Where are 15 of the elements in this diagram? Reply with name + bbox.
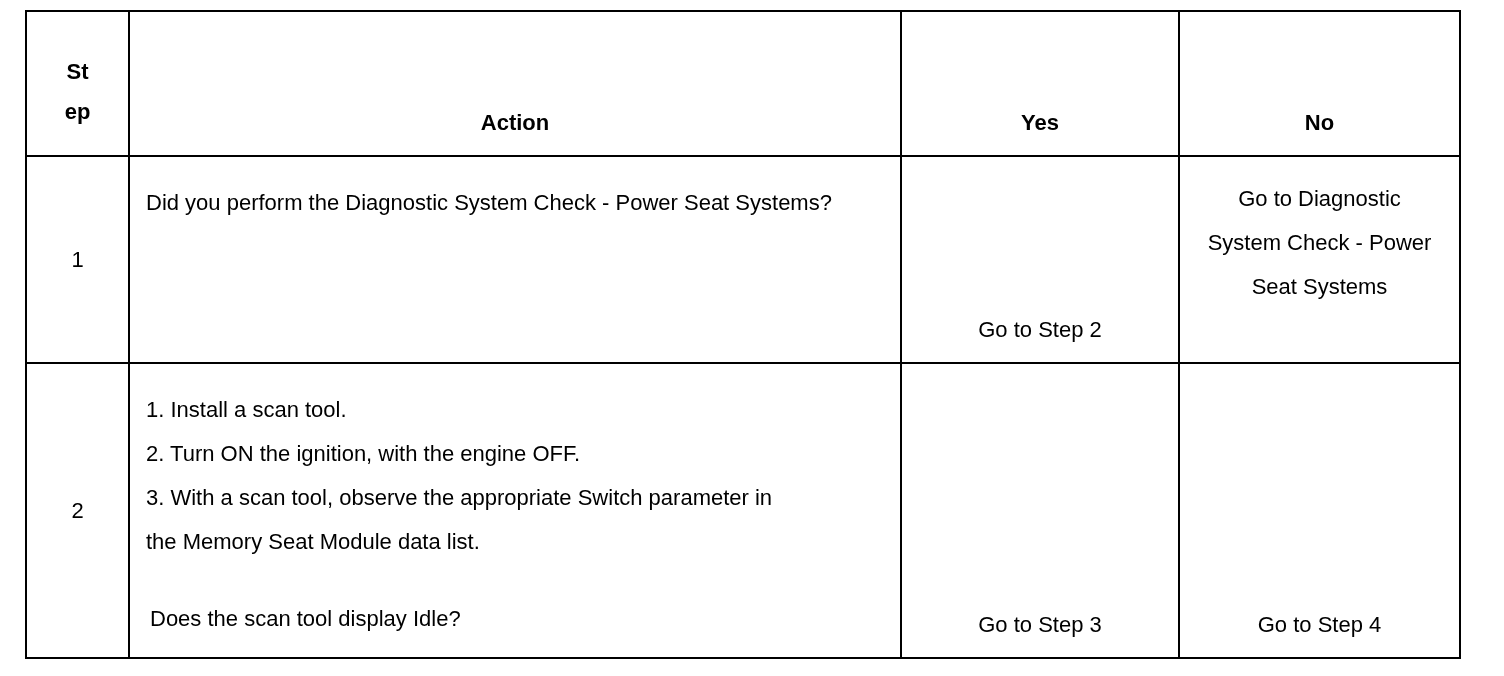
- step-number: 1: [71, 246, 84, 274]
- action-text: Does the scan tool display Idle?: [149, 605, 461, 633]
- action-text: 2. Turn ON the ignition, with the engine OFF.: [146, 440, 581, 468]
- action-text: Did you perform the Diagnostic System Check - Power Seat Systems?: [146, 189, 832, 217]
- result-text: Go to Diagnostic System Check - Power Seat Systems: [1206, 185, 1433, 301]
- header-text: No: [1304, 109, 1335, 137]
- header-text: Action: [480, 109, 550, 137]
- step-number: 2: [71, 497, 84, 525]
- header-text: St ep: [63, 57, 92, 126]
- result-text: Go to Step 4: [1257, 611, 1382, 639]
- action-text: 3. With a scan tool, observe the appropriate Switch parameter in the Memory Seat Module data list.: [146, 484, 774, 556]
- header-text: Yes: [1021, 109, 1059, 137]
- action-text: 1. Install a scan tool.: [146, 396, 347, 424]
- result-text: Go to Step 3: [978, 611, 1102, 639]
- result-text: Go to Step 2: [978, 316, 1102, 344]
